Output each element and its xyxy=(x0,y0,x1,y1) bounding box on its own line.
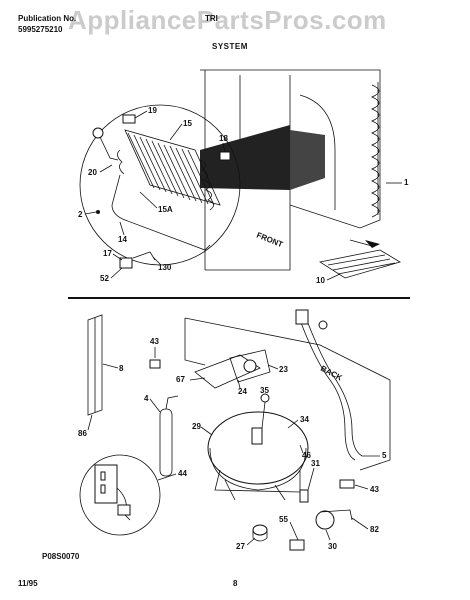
callout-20: 20 xyxy=(88,168,97,177)
callout-46: 46 xyxy=(302,451,311,460)
callout-44: 44 xyxy=(178,469,187,478)
model-number: TRI xyxy=(205,14,218,23)
callout-130: 130 xyxy=(158,263,172,272)
callout-86: 86 xyxy=(78,429,87,438)
cabinet-illustration: FRONT xyxy=(200,69,401,279)
callout-43-bottom: 43 xyxy=(370,485,379,494)
callout-29: 29 xyxy=(192,422,201,431)
bottom-callouts: 8 43 67 24 23 4 86 29 35 34 46 5 44 31 4… xyxy=(78,337,387,551)
lower-parts xyxy=(252,320,355,551)
callout-82: 82 xyxy=(370,525,379,534)
callout-15: 15 xyxy=(183,119,192,128)
drier xyxy=(159,395,179,477)
drain-pan xyxy=(318,239,401,279)
callout-27: 27 xyxy=(236,542,245,551)
callout-31: 31 xyxy=(311,459,320,468)
callout-2: 2 xyxy=(78,210,83,219)
side-strip xyxy=(87,314,103,416)
condenser-coil xyxy=(370,82,380,218)
callout-67: 67 xyxy=(176,375,185,384)
callout-19: 19 xyxy=(148,106,157,115)
relay-bracket xyxy=(149,349,271,389)
page-number: 8 xyxy=(233,579,238,588)
callout-5: 5 xyxy=(382,451,387,460)
callout-1: 1 xyxy=(404,178,409,187)
callout-24: 24 xyxy=(238,387,247,396)
callout-23: 23 xyxy=(279,365,288,374)
callout-18: 18 xyxy=(219,134,228,143)
callout-15a: 15A xyxy=(158,205,173,214)
evaporator-detail xyxy=(79,104,241,269)
footer-date: 11/95 xyxy=(18,579,38,588)
compressor xyxy=(207,393,309,501)
callout-43-top: 43 xyxy=(150,337,159,346)
callout-14: 14 xyxy=(118,235,127,244)
callout-52: 52 xyxy=(100,274,109,283)
publication-label: Publication No. xyxy=(18,14,77,23)
publication-number: 5995275210 xyxy=(18,25,63,34)
front-label: FRONT xyxy=(255,231,284,250)
callout-4: 4 xyxy=(144,394,149,403)
watermark: AppliancePartsPros.com xyxy=(68,5,387,35)
callout-8: 8 xyxy=(119,364,124,373)
callout-17: 17 xyxy=(103,249,112,258)
callout-10: 10 xyxy=(316,276,325,285)
section-title: SYSTEM xyxy=(212,42,248,51)
callout-34: 34 xyxy=(300,415,309,424)
callout-35: 35 xyxy=(260,386,269,395)
outlet-detail xyxy=(79,454,161,536)
diagram-code: P08S0070 xyxy=(42,552,80,561)
top-callouts: 19 15 18 20 15A 1 2 14 17 130 52 10 xyxy=(78,106,409,285)
callout-55: 55 xyxy=(279,515,288,524)
callout-30: 30 xyxy=(328,542,337,551)
